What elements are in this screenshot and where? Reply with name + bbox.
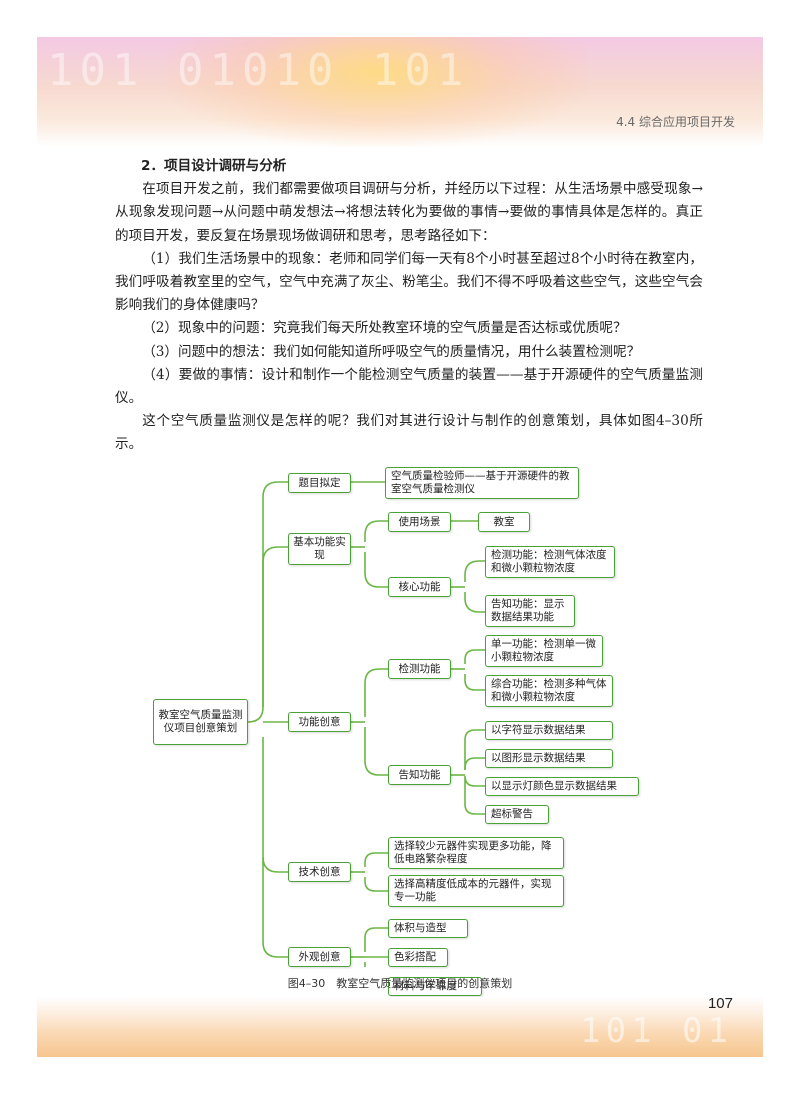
appearance-shape: 体积与造型: [388, 919, 468, 938]
page-number: 107: [707, 995, 733, 1012]
mindmap-connectors: [247, 481, 485, 967]
footer-binary-decoration: 101 01: [580, 1011, 733, 1051]
core-function: 核心功能: [388, 577, 451, 597]
header-glow: [167, 37, 587, 147]
notify-graph: 以图形显示数据结果: [485, 749, 613, 768]
idea-notify: 告知功能: [388, 765, 451, 785]
idea-detect-single: 单一功能：检测单一微小颗粒物浓度: [485, 635, 603, 667]
paragraph: 这个空气质量监测仪是怎样的呢？我们对其进行设计与制作的创意策划，具体如图4–30…: [115, 413, 703, 453]
paragraph: （4）要做的事情：设计和制作一个能检测空气质量的装置——基于开源硬件的空气质量监…: [115, 366, 703, 407]
branch-tech-idea: 技术创意: [288, 862, 351, 882]
appearance-material: 材料与牢靠度: [388, 977, 482, 996]
paragraph: （1）我们生活场景中的现象：老师和同学们每一天有8个小时甚至超过8个小时待在教室…: [115, 250, 703, 314]
branch-appearance: 外观创意: [288, 947, 351, 967]
tech-low-cost: 选择高精度低成本的元器件，实现专一功能: [388, 875, 564, 907]
topic-title: 空气质量检验师——基于开源硬件的教室空气质量检测仪: [385, 467, 579, 499]
branch-basic-function: 基本功能实现: [288, 533, 351, 565]
core-notify: 告知功能：显示数据结果功能: [485, 595, 575, 627]
idea-detect-multi: 综合功能：检测多种气体和微小颗粒物浓度: [485, 675, 613, 707]
tech-fewer-parts: 选择较少元器件实现更多功能，降低电路繁杂程度: [388, 837, 564, 869]
branch-function-idea: 功能创意: [288, 712, 351, 732]
usage-scenario: 使用场景: [388, 512, 451, 532]
notify-alarm: 超标警告: [485, 805, 549, 824]
branch-topic: 题目拟定: [288, 473, 351, 493]
mindmap-diagram: 教室空气质量监测仪项目创意策划 题目拟定 空气质量检验师——基于开源硬件的教室空…: [143, 437, 663, 996]
header-band: 101 01010 101: [37, 37, 763, 147]
mindmap-root: 教室空气质量监测仪项目创意策划: [153, 699, 248, 745]
notify-text: 以字符显示数据结果: [485, 721, 613, 740]
figure-caption: 图4–30 教室空气质量监测仪项目的创意策划: [287, 977, 513, 990]
notify-light: 以显示灯颜色显示数据结果: [485, 777, 639, 796]
paragraph: （3）问题中的想法：我们如何能知道所呼吸空气的质量情况，用什么装置检测呢？: [142, 343, 641, 360]
paragraph: （2）现象中的问题：究竟我们每天所处教室环境的空气质量是否达标或优质呢？: [142, 320, 627, 337]
idea-detect: 检测功能: [388, 659, 451, 679]
scenario-classroom: 教室: [478, 512, 530, 532]
paragraph: 在项目开发之前，我们都需要做项目调研与分析，并经历以下过程：从生活场景中感受现象…: [115, 181, 703, 244]
body-text: 2．项目设计调研与分析 在项目开发之前，我们都需要做项目调研与分析，并经历以下过…: [115, 155, 703, 457]
section-heading: 2．项目设计调研与分析: [141, 158, 287, 174]
header-binary-decoration: 101 01010 101: [47, 45, 470, 96]
chapter-title: 4.4 综合应用项目开发: [616, 115, 735, 129]
core-detect: 检测功能：检测气体浓度和微小颗粒物浓度: [485, 546, 615, 578]
textbook-page: 101 01010 101 4.4 综合应用项目开发 2．项目设计调研与分析 在…: [37, 37, 763, 1057]
appearance-color: 色彩搭配: [388, 948, 448, 967]
footer-band: 101 01: [37, 997, 763, 1057]
